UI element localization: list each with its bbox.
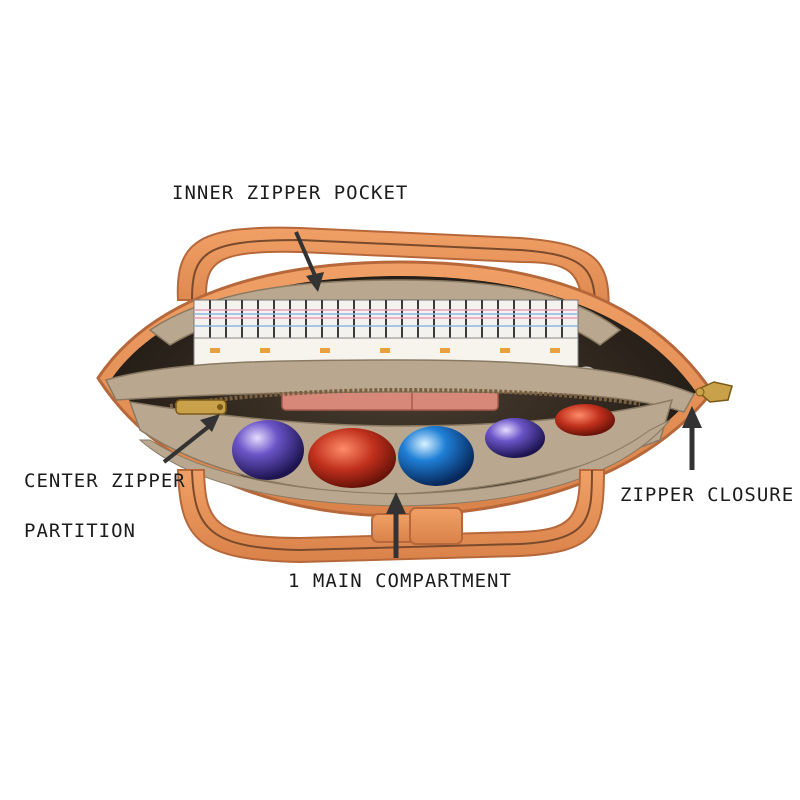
arrow-center-zipper (162, 414, 220, 464)
center-zipper-pull (175, 399, 227, 415)
zipper-closure-pull (694, 381, 733, 403)
callout-inner-zipper-pocket: INNER ZIPPER POCKET (172, 182, 409, 204)
callout-zipper-closure: ZIPPER CLOSURE (620, 484, 795, 506)
notebook (193, 299, 579, 367)
front-lining (138, 419, 671, 507)
callout-arrows (162, 231, 702, 558)
front-handle (176, 469, 606, 564)
callout-center-zipper-line2: PARTITION (24, 520, 136, 542)
main-compartment-items (232, 404, 615, 488)
callout-main-compartment: 1 MAIN COMPARTMENT (288, 570, 512, 592)
arrow-inner-zipper-pocket (294, 231, 324, 292)
callout-center-zipper-line1: CENTER ZIPPER (24, 470, 186, 492)
arrow-zipper-closure (682, 406, 702, 470)
arrow-main-compartment (386, 492, 406, 558)
